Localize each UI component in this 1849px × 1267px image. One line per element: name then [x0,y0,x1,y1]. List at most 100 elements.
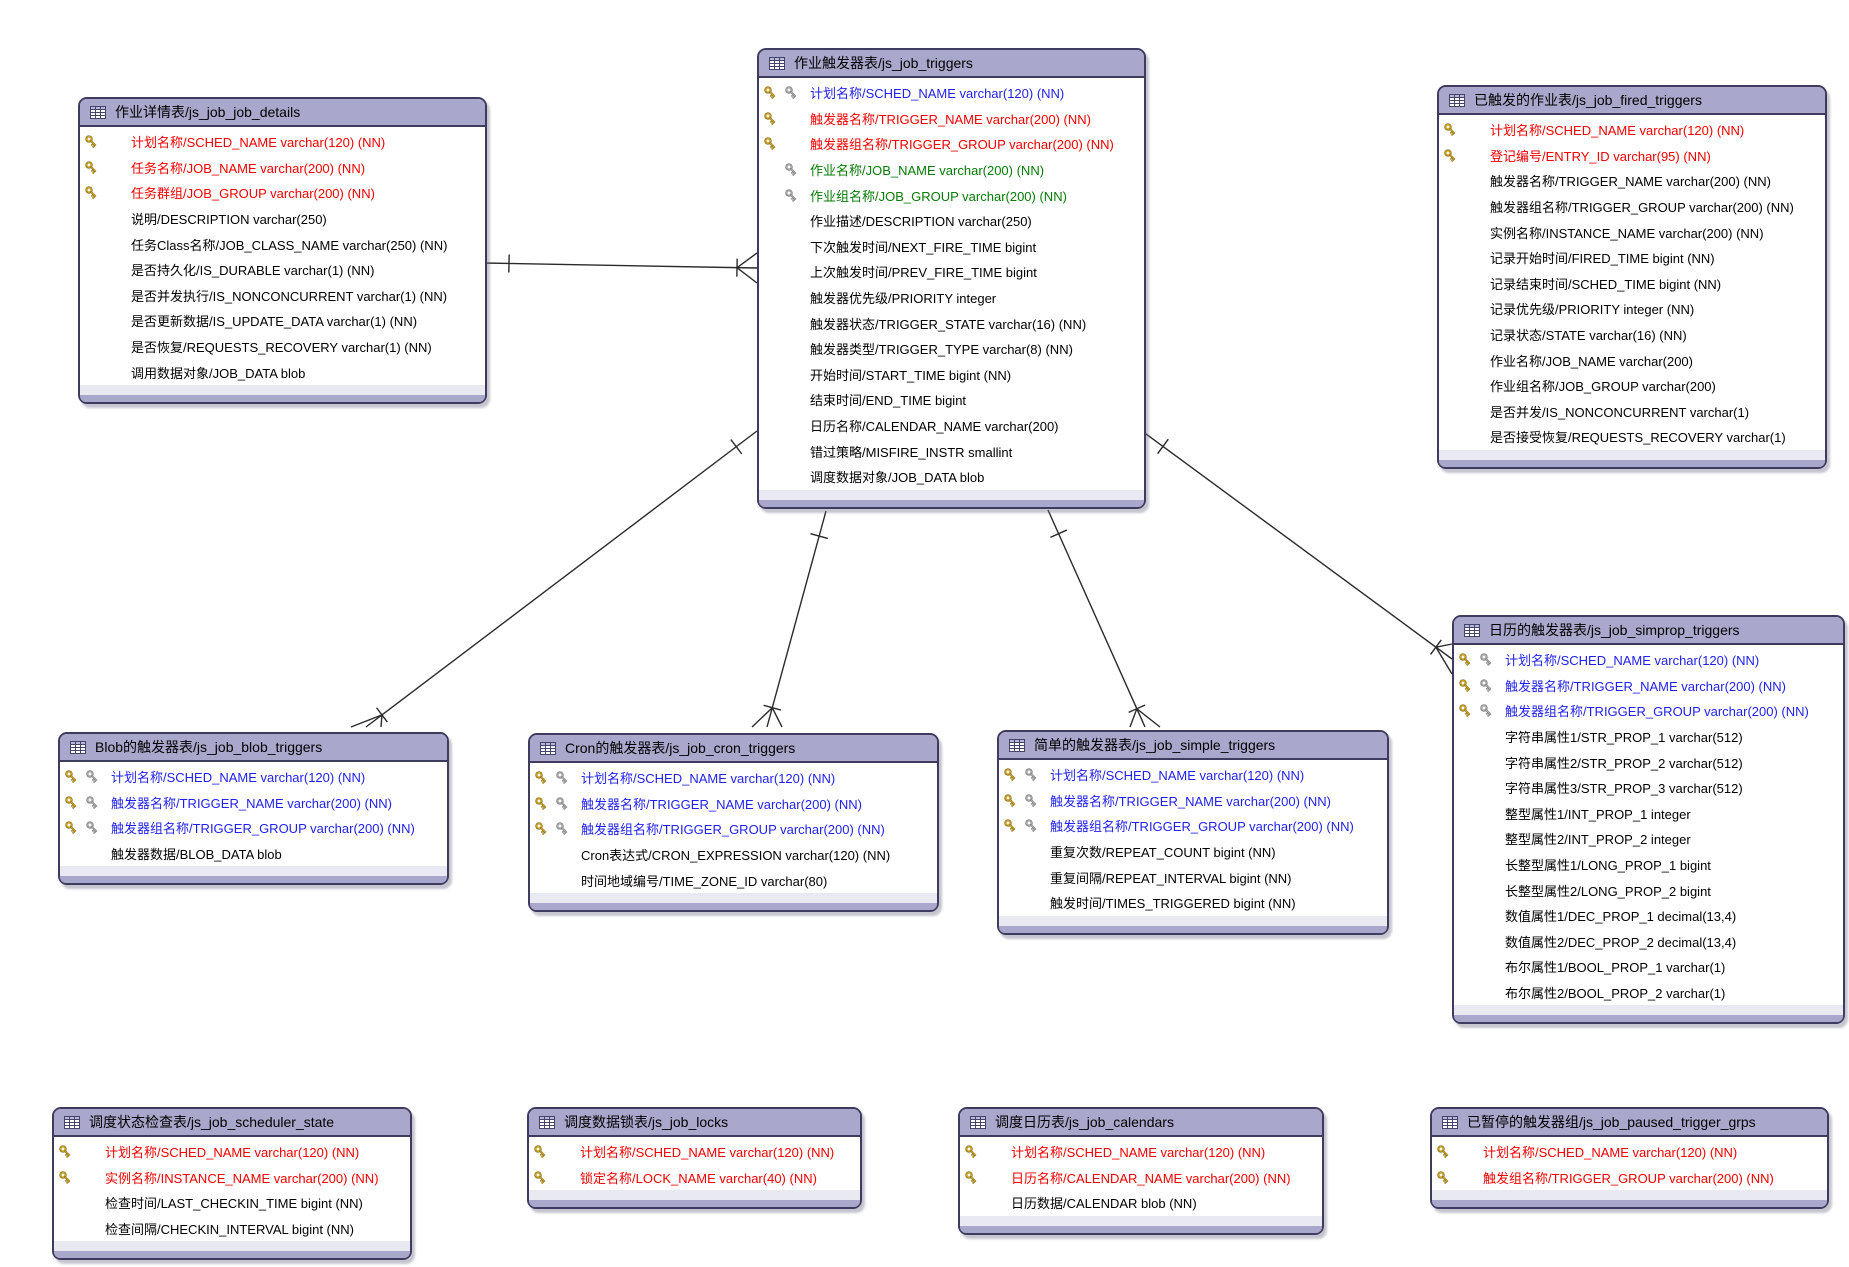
field-row[interactable]: 作业名称/JOB_NAME varchar(200) (NN) [759,157,1144,183]
field-row[interactable]: 记录开始时间/FIRED_TIME bigint (NN) [1439,245,1825,271]
field-row[interactable]: 计划名称/SCHED_NAME varchar(120) (NN) [80,129,485,155]
field-row[interactable]: 计划名称/SCHED_NAME varchar(120) (NN) [60,764,447,790]
table-header[interactable]: 作业详情表/js_job_job_details [80,99,485,127]
field-row[interactable]: 长整型属性2/LONG_PROP_2 bigint [1454,877,1843,903]
relationship-connector-js_job_triggers-js_job_blob_triggers[interactable] [350,430,758,728]
table-header[interactable]: 简单的触发器表/js_job_simple_triggers [999,732,1387,760]
field-row[interactable]: 长整型属性1/LONG_PROP_1 bigint [1454,852,1843,878]
table-header[interactable]: Cron的触发器表/js_job_cron_triggers [530,735,937,763]
field-row[interactable]: 触发器名称/TRIGGER_NAME varchar(200) (NN) [999,788,1387,814]
field-row[interactable]: 是否并发执行/IS_NONCONCURRENT varchar(1) (NN) [80,283,485,309]
field-row[interactable]: 触发组名称/TRIGGER_GROUP varchar(200) (NN) [1432,1165,1827,1191]
table-header[interactable]: Blob的触发器表/js_job_blob_triggers [60,734,447,762]
field-row[interactable]: 触发器组名称/TRIGGER_GROUP varchar(200) (NN) [60,815,447,841]
field-row[interactable]: 触发器数据/BLOB_DATA blob [60,841,447,867]
field-row[interactable]: 任务Class名称/JOB_CLASS_NAME varchar(250) (N… [80,231,485,257]
field-row[interactable]: 记录优先级/PRIORITY integer (NN) [1439,296,1825,322]
field-row[interactable]: 触发器组名称/TRIGGER_GROUP varchar(200) (NN) [999,813,1387,839]
field-row[interactable]: 触发器名称/TRIGGER_NAME varchar(200) (NN) [530,791,937,817]
field-row[interactable]: 计划名称/SCHED_NAME varchar(120) (NN) [999,762,1387,788]
field-row[interactable]: 触发器组名称/TRIGGER_GROUP varchar(200) (NN) [1439,194,1825,220]
field-row[interactable]: 实例名称/INSTANCE_NAME varchar(200) (NN) [1439,219,1825,245]
field-row[interactable]: 作业组名称/JOB_GROUP varchar(200) (NN) [759,182,1144,208]
field-row[interactable]: 布尔属性2/BOOL_PROP_2 varchar(1) [1454,980,1843,1006]
field-row[interactable]: 触发器名称/TRIGGER_NAME varchar(200) (NN) [759,106,1144,132]
field-row[interactable]: 任务名称/JOB_NAME varchar(200) (NN) [80,155,485,181]
relationship-connector-js_job_triggers-js_job_simprop_triggers[interactable] [1141,430,1453,675]
field-row[interactable]: 是否更新数据/IS_UPDATE_DATA varchar(1) (NN) [80,308,485,334]
field-row[interactable]: 计划名称/SCHED_NAME varchar(120) (NN) [530,765,937,791]
field-row[interactable]: 整型属性2/INT_PROP_2 integer [1454,826,1843,852]
field-row[interactable]: 字符串属性1/STR_PROP_1 varchar(512) [1454,724,1843,750]
field-row[interactable]: 数值属性1/DEC_PROP_1 decimal(13,4) [1454,903,1843,929]
field-row[interactable]: 触发器类型/TRIGGER_TYPE varchar(8) (NN) [759,336,1144,362]
field-row[interactable]: 触发器名称/TRIGGER_NAME varchar(200) (NN) [1454,673,1843,699]
field-row[interactable]: 触发器组名称/TRIGGER_GROUP varchar(200) (NN) [1454,698,1843,724]
field-row[interactable]: 数值属性2/DEC_PROP_2 decimal(13,4) [1454,929,1843,955]
field-row[interactable]: 上次触发时间/PREV_FIRE_TIME bigint [759,259,1144,285]
field-row[interactable]: 是否接受恢复/REQUESTS_RECOVERY varchar(1) [1439,424,1825,450]
field-row[interactable]: 结束时间/END_TIME bigint [759,387,1144,413]
field-row[interactable]: 计划名称/SCHED_NAME varchar(120) (NN) [759,80,1144,106]
field-row[interactable]: 开始时间/START_TIME bigint (NN) [759,362,1144,388]
field-row[interactable]: 重复次数/REPEAT_COUNT bigint (NN) [999,839,1387,865]
field-row[interactable]: 实例名称/INSTANCE_NAME varchar(200) (NN) [54,1165,410,1191]
field-row[interactable]: 错过策略/MISFIRE_INSTR smallint [759,438,1144,464]
field-row[interactable]: 作业名称/JOB_NAME varchar(200) [1439,347,1825,373]
relationship-connector-js_job_triggers-js_job_cron_triggers[interactable] [751,510,829,728]
field-row[interactable]: 调用数据对象/JOB_DATA blob [80,359,485,385]
table-header[interactable]: 已暂停的触发器组/js_job_paused_trigger_grps [1432,1109,1827,1137]
field-row[interactable]: 是否恢复/REQUESTS_RECOVERY varchar(1) (NN) [80,334,485,360]
field-row[interactable]: 记录结束时间/SCHED_TIME bigint (NN) [1439,271,1825,297]
field-row[interactable]: 触发时间/TIMES_TRIGGERED bigint (NN) [999,890,1387,916]
field-row[interactable]: 触发器组名称/TRIGGER_GROUP varchar(200) (NN) [530,816,937,842]
field-row[interactable]: 计划名称/SCHED_NAME varchar(120) (NN) [529,1139,860,1165]
field-row[interactable]: 日历名称/CALENDAR_NAME varchar(200) [759,413,1144,439]
table-header[interactable]: 调度日历表/js_job_calendars [960,1109,1322,1137]
field-row[interactable]: 记录状态/STATE varchar(16) (NN) [1439,322,1825,348]
table-header[interactable]: 已触发的作业表/js_job_fired_triggers [1439,87,1825,115]
field-row[interactable]: 是否并发/IS_NONCONCURRENT varchar(1) [1439,399,1825,425]
relationship-connector-js_job_job_details-js_job_triggers[interactable] [482,252,758,284]
field-row[interactable]: 是否持久化/IS_DURABLE varchar(1) (NN) [80,257,485,283]
field-row[interactable]: 说明/DESCRIPTION varchar(250) [80,206,485,232]
field-row[interactable]: 触发器状态/TRIGGER_STATE varchar(16) (NN) [759,310,1144,336]
field-row[interactable]: 计划名称/SCHED_NAME varchar(120) (NN) [1454,647,1843,673]
relationship-connector-js_job_triggers-js_job_simple_triggers[interactable] [1047,509,1161,728]
field-row[interactable]: 触发器组名称/TRIGGER_GROUP varchar(200) (NN) [759,131,1144,157]
field-row[interactable]: 日历名称/CALENDAR_NAME varchar(200) (NN) [960,1165,1322,1191]
field-row[interactable]: 触发器名称/TRIGGER_NAME varchar(200) (NN) [1439,168,1825,194]
table-header[interactable]: 作业触发器表/js_job_triggers [759,50,1144,78]
field-row[interactable]: 锁定名称/LOCK_NAME varchar(40) (NN) [529,1165,860,1191]
field-row[interactable]: 下次触发时间/NEXT_FIRE_TIME bigint [759,234,1144,260]
field-row[interactable]: 作业组名称/JOB_GROUP varchar(200) [1439,373,1825,399]
field-row[interactable]: 重复间隔/REPEAT_INTERVAL bigint (NN) [999,864,1387,890]
field-row[interactable]: 调度数据对象/JOB_DATA blob [759,464,1144,490]
field-row[interactable]: 整型属性1/INT_PROP_1 integer [1454,801,1843,827]
field-row[interactable]: 作业描述/DESCRIPTION varchar(250) [759,208,1144,234]
field-row[interactable]: 触发器名称/TRIGGER_NAME varchar(200) (NN) [60,790,447,816]
field-row[interactable]: 字符串属性2/STR_PROP_2 varchar(512) [1454,749,1843,775]
field-row[interactable]: 计划名称/SCHED_NAME varchar(120) (NN) [1432,1139,1827,1165]
field-row[interactable]: 任务群组/JOB_GROUP varchar(200) (NN) [80,180,485,206]
field-row[interactable]: 计划名称/SCHED_NAME varchar(120) (NN) [1439,117,1825,143]
field-row[interactable]: Cron表达式/CRON_EXPRESSION varchar(120) (NN… [530,842,937,868]
field-row[interactable]: 日历数据/CALENDAR blob (NN) [960,1190,1322,1216]
field-row[interactable]: 时间地域编号/TIME_ZONE_ID varchar(80) [530,867,937,893]
table-header[interactable]: 调度状态检查表/js_job_scheduler_state [54,1109,410,1137]
field-row[interactable]: 计划名称/SCHED_NAME varchar(120) (NN) [54,1139,410,1165]
field-row[interactable]: 检查时间/LAST_CHECKIN_TIME bigint (NN) [54,1190,410,1216]
table-header[interactable]: 日历的触发器表/js_job_simprop_triggers [1454,617,1843,645]
table-header[interactable]: 调度数据锁表/js_job_locks [529,1109,860,1137]
field-row[interactable]: 登记编号/ENTRY_ID varchar(95) (NN) [1439,143,1825,169]
field-row[interactable]: 字符串属性3/STR_PROP_3 varchar(512) [1454,775,1843,801]
